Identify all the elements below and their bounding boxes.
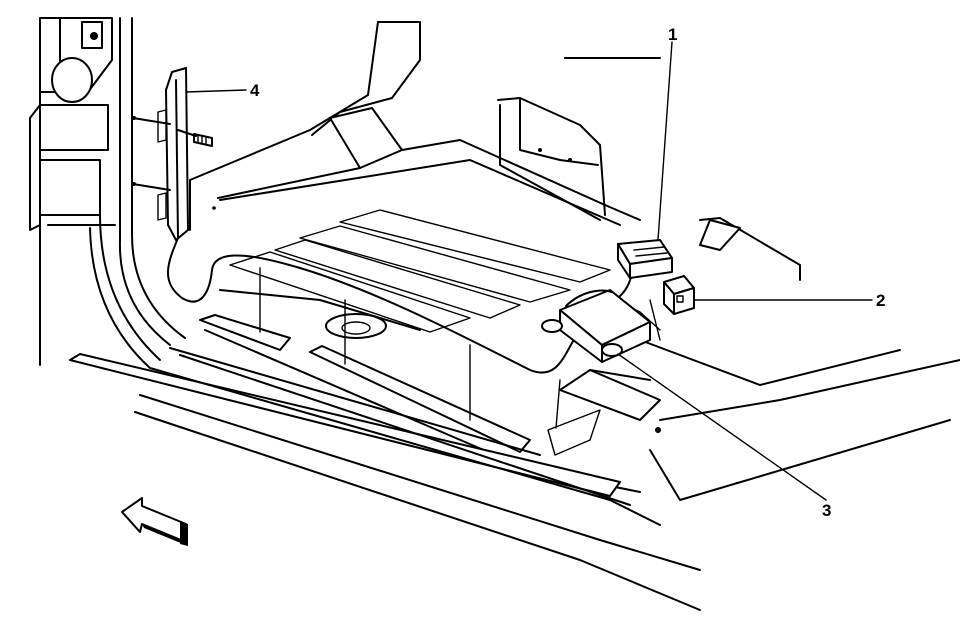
mounting-bracket — [132, 67, 216, 241]
rear-compartment-wall — [189, 21, 661, 231]
assembly-guide-lines — [259, 267, 661, 429]
connector-component-2 — [663, 275, 695, 315]
callout-label-3: 3 — [822, 501, 831, 520]
module-component-3 — [541, 289, 651, 363]
callout-label-4: 4 — [250, 81, 260, 100]
front-direction-arrow-icon — [121, 497, 188, 546]
door-sill-trim — [69, 314, 701, 611]
leader-lines — [185, 41, 873, 501]
door-pillar — [29, 17, 186, 369]
callout-label-1: 1 — [668, 25, 677, 44]
connector-component-1 — [617, 239, 673, 279]
callout-label-2: 2 — [876, 291, 885, 310]
